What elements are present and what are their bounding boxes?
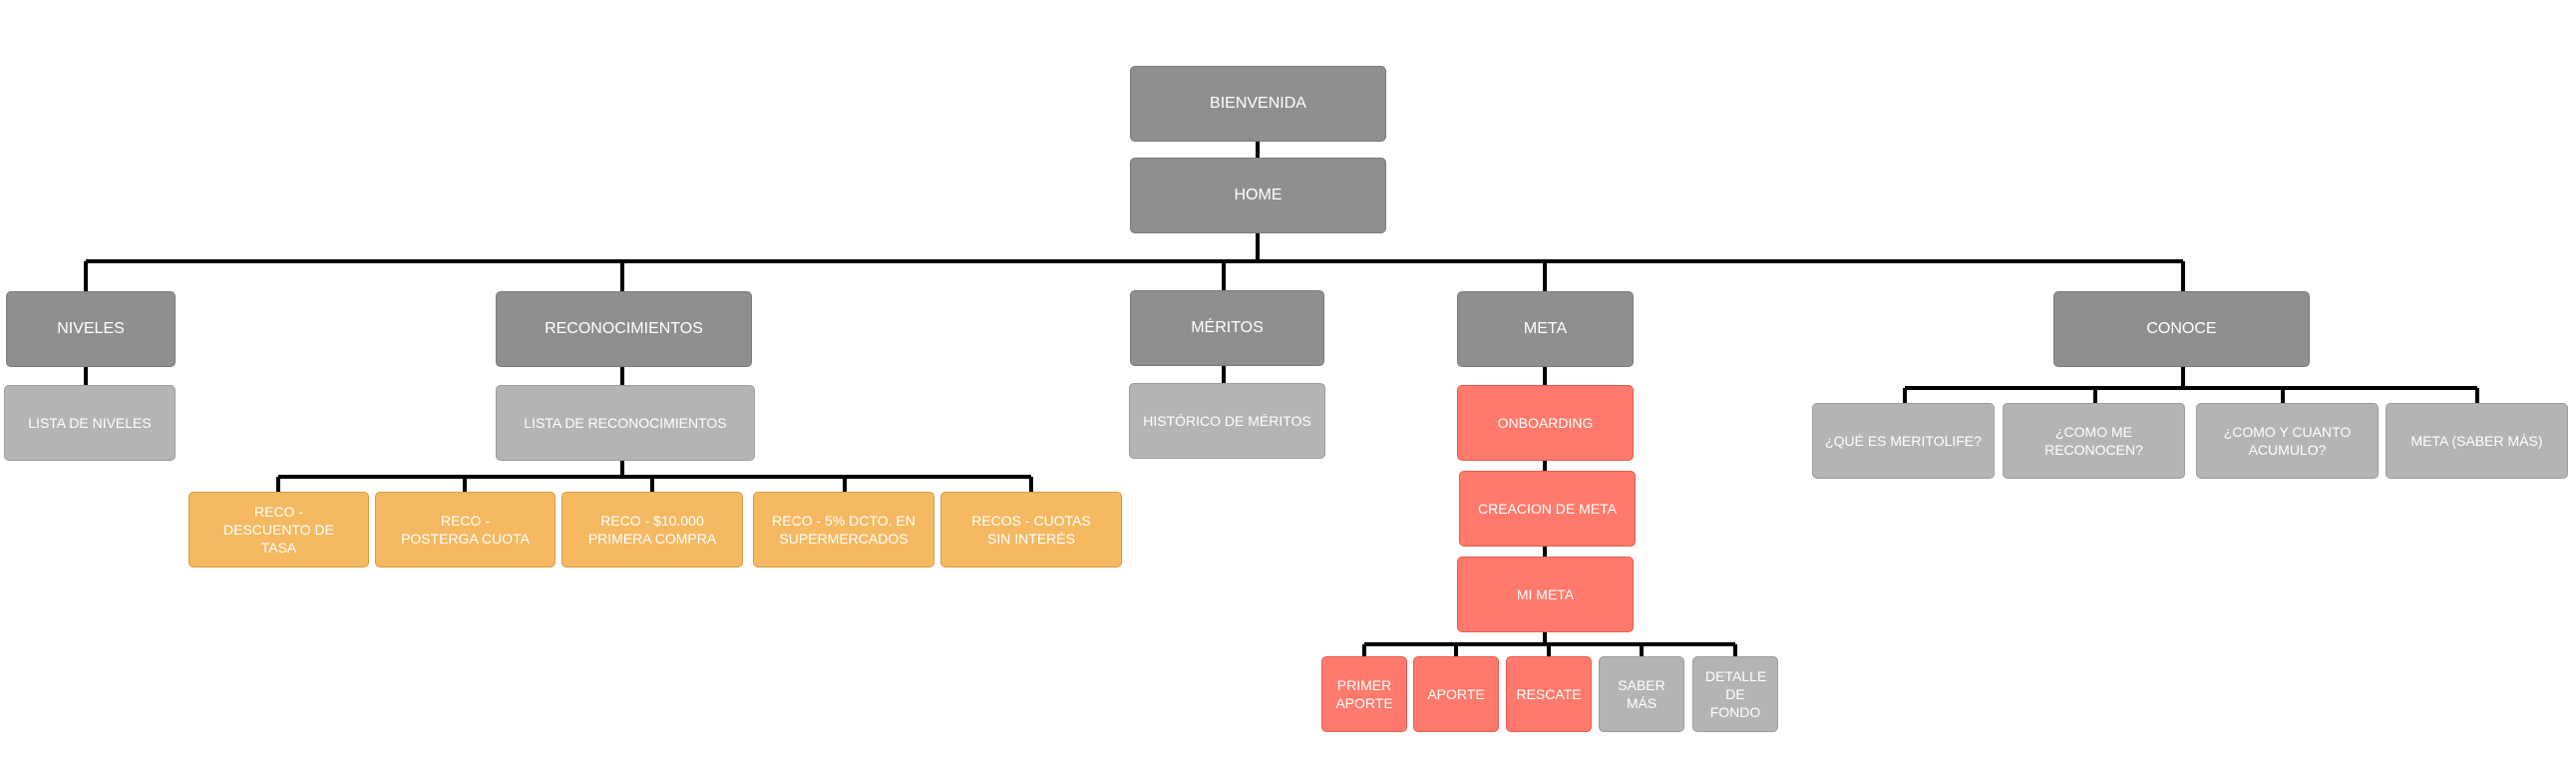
- node-bienvenida[interactable]: BIENVENIDA: [1130, 66, 1386, 142]
- node-label: NIVELES: [57, 319, 125, 337]
- node-label: PRIMER APORTE: [1335, 676, 1393, 711]
- node-saber-mas[interactable]: SABER MÁS: [1599, 656, 1684, 732]
- node-label: HOME: [1234, 186, 1283, 203]
- node-label: RECO - DESCUENTO DE TASA: [223, 503, 334, 557]
- node-label: RECOS - CUOTAS SIN INTERÉS: [971, 512, 1091, 547]
- node-label: DETALLE DE FONDO: [1705, 667, 1767, 721]
- node-label: LISTA DE RECONOCIMIENTOS: [524, 414, 727, 431]
- node-label: META: [1523, 319, 1568, 337]
- node-reco-posterga-cuota[interactable]: RECO - POSTERGA CUOTA: [375, 492, 555, 568]
- node-meta-saber-mas[interactable]: META (SABER MÁS): [2386, 403, 2568, 479]
- node-label: RECONOCIMIENTOS: [545, 319, 703, 337]
- node-label: SABER MÁS: [1618, 676, 1665, 711]
- node-como-cuanto-acumulo[interactable]: ¿COMO Y CUANTO ACUMULO?: [2196, 403, 2379, 479]
- node-home[interactable]: HOME: [1130, 158, 1386, 233]
- node-rescate[interactable]: RESCATE: [1506, 656, 1592, 732]
- node-label: BIENVENIDA: [1210, 94, 1306, 112]
- node-reco-descuento-tasa[interactable]: RECO - DESCUENTO DE TASA: [188, 492, 369, 568]
- node-label: CONOCE: [2146, 319, 2217, 337]
- node-historico-meritos[interactable]: HISTÓRICO DE MÉRITOS: [1129, 383, 1325, 459]
- node-reco-primera-compra[interactable]: RECO - $10.000 PRIMERA COMPRA: [561, 492, 743, 568]
- node-meritos[interactable]: MÉRITOS: [1130, 290, 1324, 366]
- node-label: APORTE: [1427, 685, 1485, 702]
- node-primer-aporte[interactable]: PRIMER APORTE: [1321, 656, 1407, 732]
- node-onboarding[interactable]: ONBOARDING: [1457, 385, 1634, 461]
- node-lista-reconocimientos[interactable]: LISTA DE RECONOCIMIENTOS: [496, 385, 755, 461]
- node-detalle-fondo[interactable]: DETALLE DE FONDO: [1692, 656, 1778, 732]
- node-recos-cuotas[interactable]: RECOS - CUOTAS SIN INTERÉS: [940, 492, 1122, 568]
- node-label: RECO - $10.000 PRIMERA COMPRA: [587, 512, 717, 547]
- node-como-me-reconocen[interactable]: ¿COMO ME RECONOCEN?: [2003, 403, 2185, 479]
- node-lista-niveles[interactable]: LISTA DE NIVELES: [4, 385, 176, 461]
- node-label: RECO - POSTERGA CUOTA: [401, 512, 530, 547]
- node-conoce[interactable]: CONOCE: [2053, 291, 2310, 367]
- node-label: RECO - 5% DCTO. EN SUPERMERCADOS: [772, 512, 916, 547]
- node-label: ¿COMO ME RECONOCEN?: [2044, 423, 2143, 458]
- node-mi-meta[interactable]: MI META: [1457, 557, 1634, 632]
- node-label: ¿QUÉ ES MERITOLIFE?: [1825, 432, 1982, 449]
- node-label: ONBOARDING: [1497, 414, 1594, 431]
- node-meta[interactable]: META: [1457, 291, 1634, 367]
- node-niveles[interactable]: NIVELES: [6, 291, 176, 367]
- node-label: LISTA DE NIVELES: [28, 414, 152, 431]
- node-label: HISTÓRICO DE MÉRITOS: [1143, 412, 1311, 429]
- node-que-es-meritolife[interactable]: ¿QUÉ ES MERITOLIFE?: [1812, 403, 1995, 479]
- node-label: META (SABER MÁS): [2410, 432, 2543, 449]
- node-aporte[interactable]: APORTE: [1413, 656, 1499, 732]
- node-reconocimientos[interactable]: RECONOCIMIENTOS: [496, 291, 752, 367]
- node-creacion-meta[interactable]: CREACION DE META: [1459, 471, 1636, 547]
- node-label: CREACION DE META: [1478, 500, 1617, 517]
- node-label: MÉRITOS: [1191, 318, 1264, 336]
- node-label: MI META: [1516, 585, 1575, 602]
- node-label: ¿COMO Y CUANTO ACUMULO?: [2223, 423, 2352, 458]
- node-reco-supermercados[interactable]: RECO - 5% DCTO. EN SUPERMERCADOS: [753, 492, 934, 568]
- node-label: RESCATE: [1516, 685, 1582, 702]
